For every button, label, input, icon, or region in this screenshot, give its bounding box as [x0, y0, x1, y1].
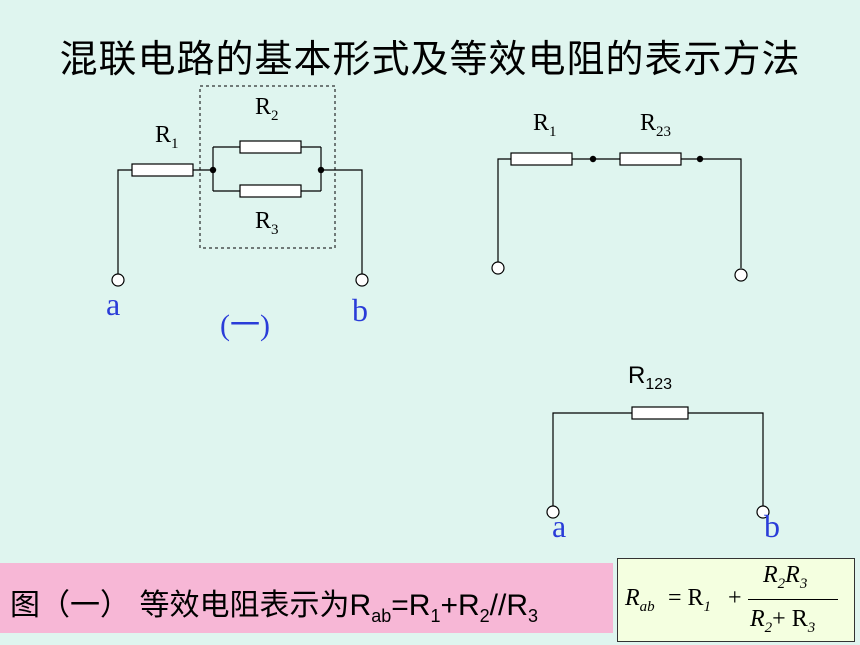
terminal-right-circle [734, 268, 748, 282]
formula-lhs: Rab [625, 585, 655, 615]
formula-plus: + [728, 585, 742, 611]
resistor-r1-series [510, 152, 573, 166]
resistor-r3 [239, 184, 302, 198]
node-right [317, 166, 325, 174]
formula-denominator: R2+ R3 [750, 606, 816, 636]
terminal-a-circle [111, 273, 125, 287]
label-r1-series: R1 [533, 110, 557, 140]
label-r2: R2 [255, 94, 279, 124]
label-r3: R3 [255, 208, 279, 238]
terminal-b-circle [355, 273, 369, 287]
parallel-group-box [199, 85, 336, 249]
fraction-bar [748, 599, 838, 601]
node-series-end [696, 155, 704, 163]
label-terminal-b: b [352, 292, 368, 328]
resistor-r2 [239, 140, 302, 154]
slide-title: 混联电路的基本形式及等效电阻的表示方法 [59, 37, 801, 81]
caption-text: 图（一） 等效电阻表示为Rab=R1+R2//R3 [10, 588, 539, 626]
formula-r1: = R1 [668, 585, 712, 615]
terminal-left-circle [491, 261, 505, 275]
resistor-r123 [631, 406, 689, 420]
label-terminal-a2: a [552, 508, 567, 544]
circuit-2-wires [497, 158, 742, 268]
resistor-r23 [619, 152, 682, 166]
label-r1: R1 [155, 122, 179, 152]
label-r123: R123 [628, 362, 673, 393]
terminal-a2-circle [546, 505, 560, 519]
label-r23: R23 [640, 110, 672, 140]
node-left [209, 166, 217, 174]
formula-numerator: R2R3 [763, 562, 808, 592]
figure-label: (一) [220, 309, 270, 342]
node-series-mid [589, 155, 597, 163]
circuit-3-wires [552, 412, 764, 507]
terminal-b2-circle [756, 505, 770, 519]
label-terminal-a: a [106, 286, 121, 322]
caption-bar [0, 563, 613, 633]
resistor-r1 [131, 163, 194, 177]
label-terminal-b2: b [764, 508, 780, 544]
